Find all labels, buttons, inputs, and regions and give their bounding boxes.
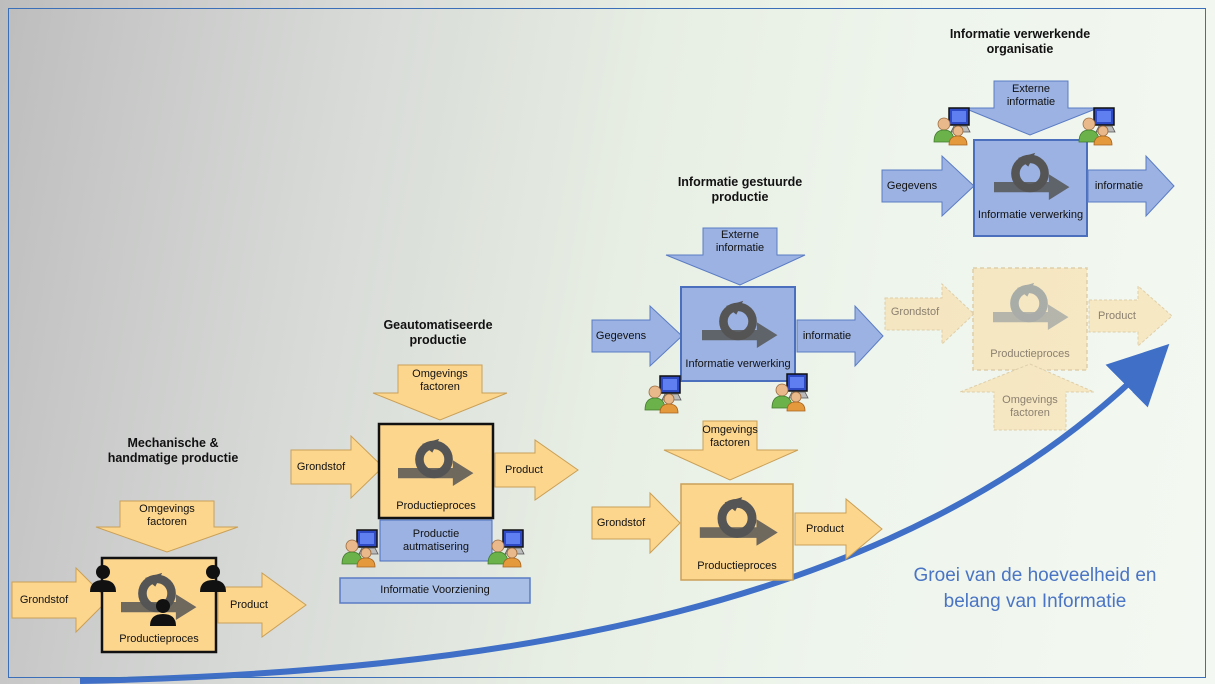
info-output-arrow	[1087, 154, 1175, 218]
output-label: Product	[806, 522, 844, 535]
faded-input-label: Grondstof	[890, 305, 940, 318]
input-label: Grondstof	[19, 593, 69, 606]
faded-input-arrow	[884, 282, 975, 346]
info-output-arrow	[796, 304, 884, 368]
input-label: Grondstof	[296, 460, 346, 473]
environment-arrow	[663, 420, 799, 481]
output-arrow	[494, 439, 579, 501]
stage-automated	[290, 364, 579, 604]
stage-information-processing	[881, 80, 1175, 431]
stage-title-automated: Geautomatiseerde productie	[383, 318, 493, 347]
data-input-label: Gegevens	[595, 329, 647, 342]
info-output-label: informatie	[1094, 179, 1144, 192]
data-input-arrow	[591, 304, 683, 368]
information-provision-label: Informatie Voorziening	[380, 584, 490, 596]
faded-output-arrow	[1088, 284, 1173, 348]
user-computer-icon	[487, 529, 525, 568]
automation-label: Productie autmatisering	[402, 528, 470, 553]
input-arrow	[591, 491, 681, 555]
environment-label: Omgevings factoren	[412, 368, 468, 393]
environment-label: Omgevings factoren	[139, 503, 195, 528]
input-label: Grondstof	[596, 516, 646, 529]
output-label: Product	[230, 598, 268, 611]
user-computer-icon	[644, 375, 682, 414]
input-arrow	[11, 566, 109, 634]
external-info-label: Externe informatie	[1006, 82, 1056, 108]
info-process-label: Informatie verwerking	[977, 208, 1084, 221]
faded-environment-label: Omgevings factoren	[1002, 394, 1058, 419]
user-computer-icon	[341, 529, 379, 568]
external-info-label: Externe informatie	[715, 229, 765, 254]
faded-production	[884, 267, 1173, 431]
automation-box	[379, 519, 493, 562]
faded-environment-arrow	[959, 363, 1095, 431]
faded-process-label: Productieproces	[990, 347, 1070, 360]
process-label: Productieproces	[396, 499, 476, 512]
faded-output-label: Product	[1098, 309, 1136, 322]
info-output-label: informatie	[802, 329, 852, 342]
environment-arrow	[372, 364, 508, 421]
info-process-label: Informatie verwerking	[685, 357, 791, 370]
output-label: Product	[505, 463, 543, 476]
data-input-label: Gegevens	[886, 179, 938, 192]
growth-arrow	[79, 343, 1170, 684]
environment-label: Omgevings factoren	[702, 423, 758, 449]
stage-title-information-processing: Informatie verwerkende organisatie	[949, 27, 1091, 56]
user-computer-icon	[933, 107, 971, 146]
external-info-arrow	[665, 227, 806, 286]
process-label: Productieproces	[697, 559, 777, 572]
output-arrow	[794, 497, 883, 561]
stage-information-driven	[591, 227, 884, 581]
process-label: Productieproces	[119, 632, 199, 645]
external-info-arrow	[963, 80, 1099, 136]
input-arrow	[290, 434, 384, 500]
output-arrow	[217, 572, 307, 638]
data-input-arrow	[881, 154, 975, 218]
environment-arrow	[95, 500, 239, 553]
information-provision-bar	[339, 577, 531, 604]
growth-label: Groei van de hoeveelheid en belang van I…	[913, 565, 1157, 612]
stage-mechanical	[11, 500, 307, 654]
stage-title-information-driven: Informatie gestuurde productie	[677, 175, 803, 204]
stage-title-mechanical: Mechanische & handmatige productie	[107, 436, 239, 465]
